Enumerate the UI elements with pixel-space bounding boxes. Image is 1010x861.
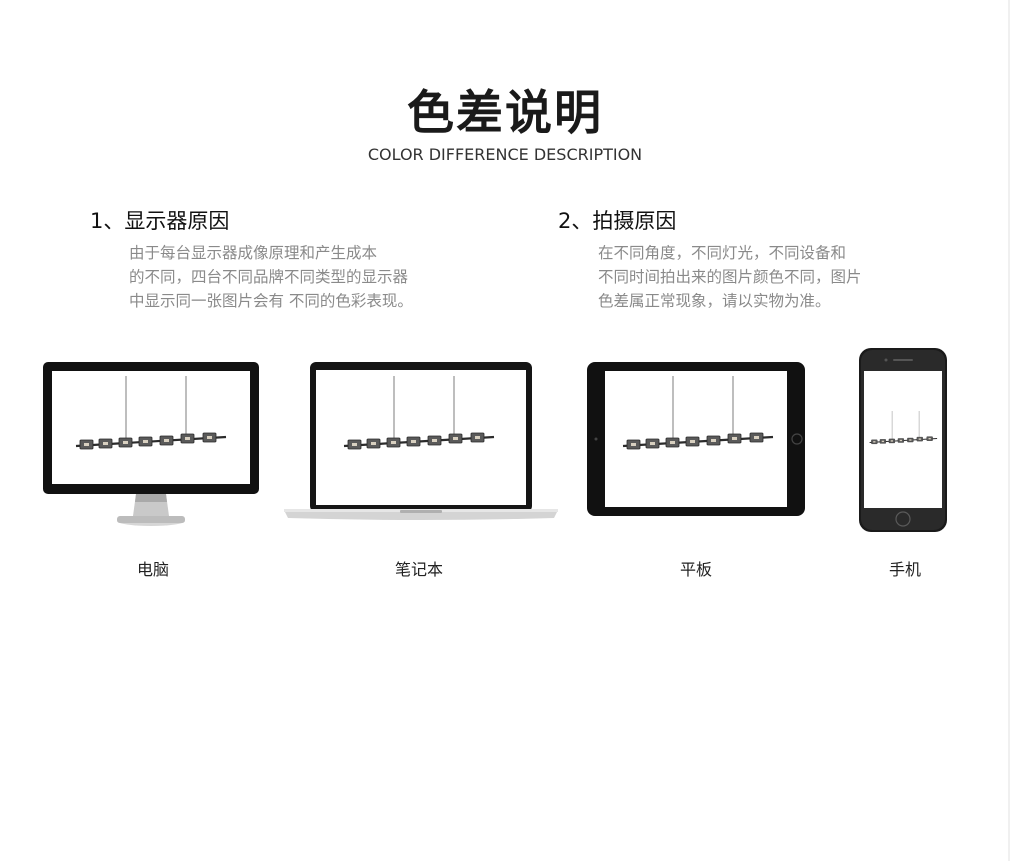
laptop-icon	[284, 362, 558, 520]
device-label-tablet: 平板	[679, 560, 712, 579]
page-subtitle: COLOR DIFFERENCE DESCRIPTION	[367, 145, 643, 164]
section-heading-shooting: 2、拍摄原因	[558, 209, 677, 233]
section-line: 不同时间拍出来的图片颜色不同，图片	[598, 268, 862, 286]
desktop-monitor-icon	[43, 362, 259, 526]
section-body-display: 由于每台显示器成像原理和产生成本 的不同，四台不同品牌不同类型的显示器 中显示同…	[129, 241, 469, 313]
section-body-shooting: 在不同角度，不同灯光，不同设备和 不同时间拍出来的图片颜色不同，图片 色差属正常…	[598, 241, 938, 313]
section-line: 中显示同一张图片会有 不同的色彩表现。	[129, 292, 413, 310]
page-edge	[1008, 0, 1010, 861]
tablet-icon	[587, 362, 805, 516]
section-line: 在不同角度，不同灯光，不同设备和	[598, 244, 847, 262]
section-line: 的不同，四台不同品牌不同类型的显示器	[129, 268, 409, 286]
section-line: 色差属正常现象，请以实物为准。	[598, 292, 831, 310]
page-title: 色差说明	[407, 86, 603, 141]
device-label-desktop: 电脑	[136, 560, 169, 579]
section-line: 由于每台显示器成像原理和产生成本	[129, 244, 378, 262]
phone-icon	[859, 348, 947, 532]
section-heading-display: 1、显示器原因	[90, 209, 230, 233]
device-label-laptop: 笔记本	[394, 560, 443, 579]
device-label-phone: 手机	[888, 560, 921, 579]
